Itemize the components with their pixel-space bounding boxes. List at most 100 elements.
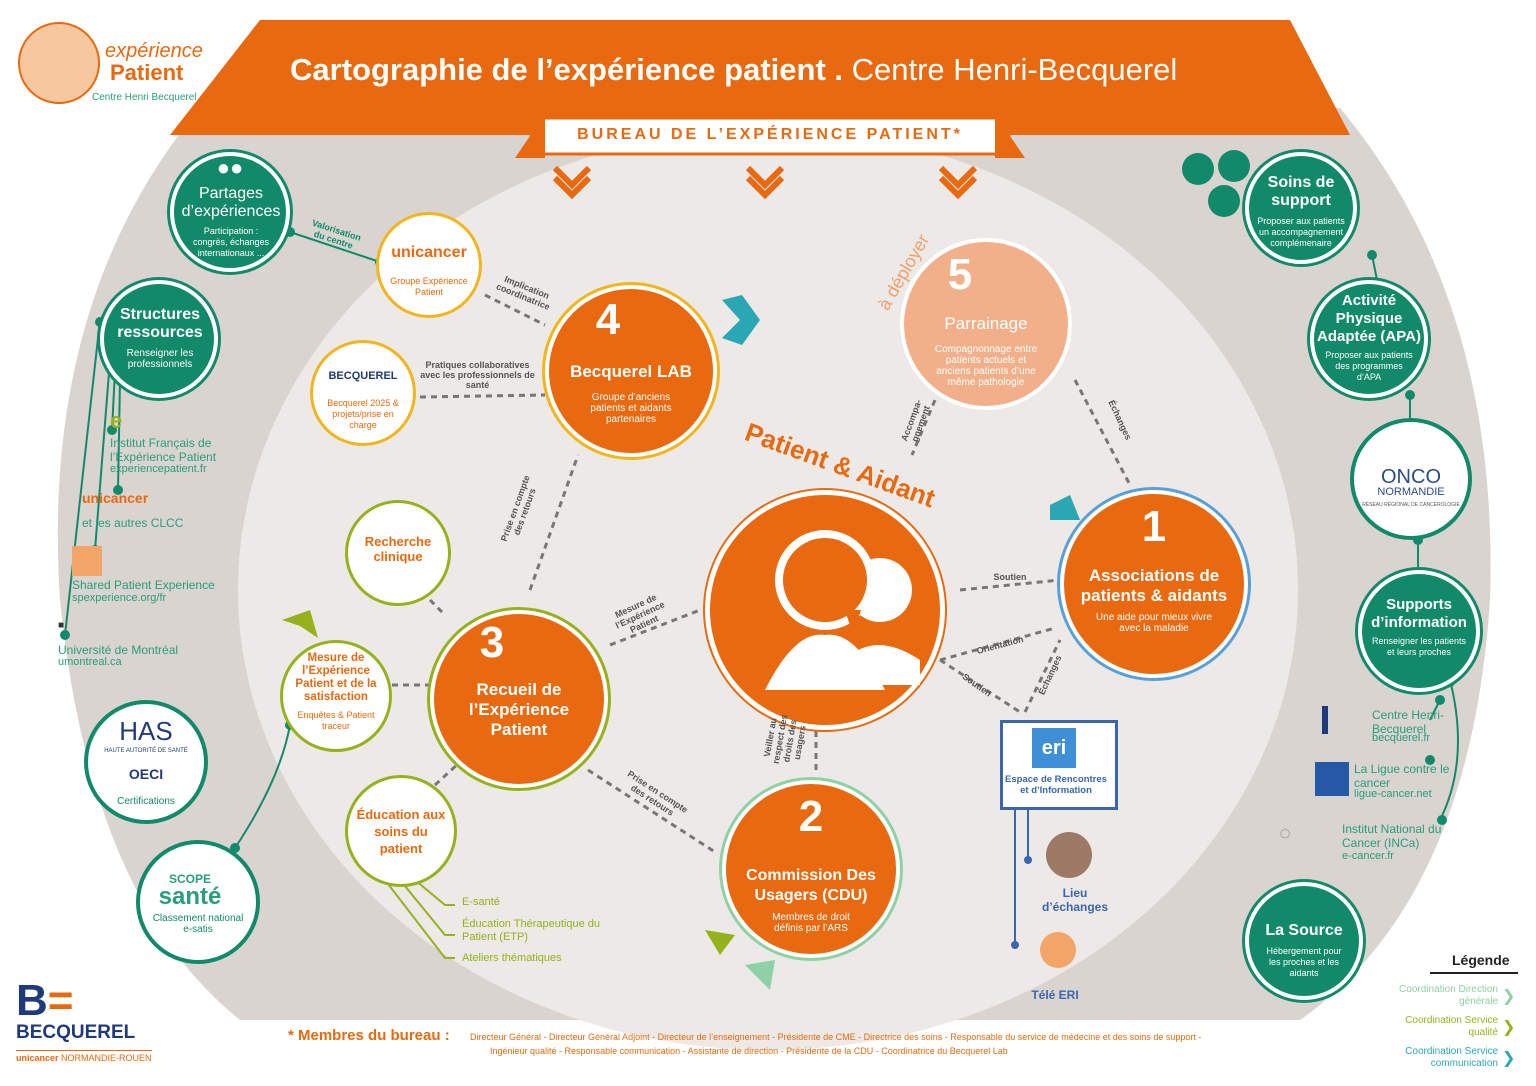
soins-title: Soins de support — [1267, 174, 1335, 209]
education-item: E-santé — [462, 896, 500, 908]
eri-lieu: Lieu d’échanges — [1041, 886, 1109, 914]
title-light: Centre Henri-Becquerel — [851, 52, 1178, 87]
source-circle — [1245, 882, 1363, 1000]
becquerel-node-logo: BECQUEREL — [328, 370, 398, 382]
becquerel-node-sub: Becquerel 2025 & projets/prise en charge — [327, 398, 399, 430]
node4-number: 4 — [595, 295, 621, 344]
supports-sub: Renseigner les patients et leurs proches — [1371, 636, 1467, 657]
inca-logo: ◯ — [1280, 828, 1291, 838]
scope-label: Classement national e-satis — [152, 913, 244, 935]
apa-circle — [1310, 280, 1428, 398]
partages-circle — [170, 152, 290, 272]
eri-logo: eri — [1032, 728, 1076, 768]
legend-item: Coordination Direction générale — [1399, 984, 1498, 1007]
recherche-title: Recherche clinique — [364, 534, 432, 564]
soins-circle — [1245, 152, 1357, 264]
right-ref-url[interactable]: becquerel.fr — [1372, 732, 1431, 744]
footer-label: * Membres du bureau : — [288, 1027, 450, 1044]
brand-mark: B= — [16, 976, 74, 1025]
source-title: La Source — [1265, 922, 1343, 939]
scope-logo2: santé — [158, 883, 222, 910]
right-ref-name: La Ligue contre le cancer — [1354, 762, 1450, 790]
supports-circle — [1358, 570, 1480, 692]
legend-chevron-icon: ❯ — [1502, 1019, 1516, 1036]
node2-number: 2 — [798, 792, 824, 841]
right-ref-name: Centre Henri-Becquerel — [1372, 708, 1445, 736]
node2-circle[interactable] — [722, 780, 900, 958]
education-item: Éducation Thérapeutique du Patient (ETP) — [462, 918, 601, 943]
partages-title: Partages d’expériences — [181, 185, 281, 220]
patient-icon — [765, 530, 920, 690]
users-icon: ●● — [216, 155, 244, 180]
spx-logo — [72, 546, 102, 576]
ifep-logo: e — [110, 408, 123, 433]
source-sub: Hébergement pour les proches et les aida… — [1266, 946, 1342, 978]
scope-circle — [136, 840, 260, 964]
brand-sub1: unicancer — [16, 1053, 59, 1063]
left-ref-name: et les autres CLCC — [82, 516, 184, 530]
becquerel-circle — [310, 340, 416, 446]
legend-title: Légende — [1452, 952, 1510, 968]
node5-circle[interactable] — [900, 238, 1072, 410]
node2-title: Commission Des Usagers (CDU) — [746, 867, 876, 904]
footer-line1: Directeur Général - Directeur Général Ad… — [470, 1032, 1202, 1042]
education-item: Ateliers thématiques — [462, 952, 562, 964]
recherche-circle — [345, 500, 451, 606]
oeci-logo: OECI — [128, 766, 164, 782]
left-ref-name: Institut Français de l’Expérience Patien… — [110, 436, 217, 464]
supports-title: Supports d’information — [1371, 596, 1467, 631]
apa-sub: Proposer aux patients des programmes d’A… — [1325, 350, 1413, 382]
onco-l3: RÉSEAU RÉGIONAL DE CANCÉROLOGIE — [1362, 502, 1460, 508]
legend-chevron-icon: ❯ — [1502, 1050, 1516, 1067]
node4-circle[interactable] — [545, 285, 717, 457]
node5-sub: Compagnonnage entre patients actuels et … — [934, 344, 1038, 388]
logo-line3: Centre Henri Becquerel — [92, 92, 197, 103]
education-circle — [345, 775, 457, 887]
tele-icon — [1040, 932, 1076, 968]
structures-sub: Renseigner les professionnels — [126, 348, 194, 370]
structures-circle — [100, 280, 218, 398]
has-sub: HAUTE AUTORITÉ DE SANTÉ — [104, 748, 188, 754]
footer-line2: Ingénieur qualité - Responsable communic… — [490, 1046, 1008, 1056]
left-ref-name: Université de Montréal — [58, 643, 179, 657]
brand-sub: unicancer NORMANDIE-ROUEN — [16, 1050, 152, 1063]
label-soutien1: Soutien — [993, 572, 1027, 582]
support-icon-3 — [1208, 185, 1240, 217]
eri-tele: Télé ERI — [1031, 988, 1079, 1002]
left-ref-name: Shared Patient Experience — [72, 578, 215, 592]
node4-sub: Groupe d’anciens patients et aidants par… — [590, 392, 672, 425]
right-ref-url[interactable]: ligue-cancer.net — [1354, 788, 1432, 800]
becquerel-small-logo — [1322, 706, 1372, 734]
unicancer-node-logo: unicancer — [391, 244, 467, 261]
brand-name: BECQUEREL — [16, 1022, 136, 1043]
node1-title: Associations de patients & aidants — [1080, 566, 1228, 605]
unicancer-node-sub: Groupe Expérience Patient — [390, 276, 468, 297]
legend-item: Coordination Service communication — [1405, 1046, 1498, 1069]
umontreal-logo: ■ — [58, 620, 65, 631]
ligue-logo — [1315, 762, 1349, 796]
has-logo: HAS — [119, 716, 173, 746]
mesure-title: Mesure de l’Expérience Patient et de la … — [295, 652, 377, 703]
node1-sub: Une aide pour mieux vivre avec la maladi… — [1095, 612, 1213, 634]
unicancer-circle — [376, 212, 482, 318]
logo-line2: Patient — [110, 60, 184, 85]
logo-line1: expérience — [105, 40, 203, 62]
node3-title: Recueil de l’Expérience Patient — [468, 680, 570, 739]
right-ref-url[interactable]: e-cancer.fr — [1342, 850, 1394, 862]
node1-circle[interactable] — [1060, 490, 1248, 678]
left-ref-url[interactable]: experiencepatient.fr — [110, 463, 207, 475]
structures-title: Structures ressources — [117, 306, 203, 341]
node3-circle[interactable] — [430, 610, 608, 788]
left-ref-url[interactable]: umontreal.ca — [58, 656, 122, 668]
onco-l1: ONCO — [1381, 466, 1441, 488]
node5-title: Parrainage — [944, 314, 1028, 333]
has-label: Certifications — [117, 796, 175, 807]
node2-sub: Membres de droit définis par l’ARS — [772, 912, 850, 934]
bureau-banner: BUREAU DE L’EXPÉRIENCE PATIENT* — [577, 126, 963, 143]
support-icon-1 — [1182, 153, 1214, 185]
left-ref-url[interactable]: spexperience.org/fr — [72, 592, 167, 604]
legend-item: Coordination Service qualité — [1405, 1015, 1498, 1038]
mesure-sub: Enquêtes & Patient traceur — [297, 710, 375, 731]
scope-logo1: SCOPE — [168, 872, 211, 886]
eri-title: Espace de Rencontres et d’Information — [1005, 774, 1107, 796]
